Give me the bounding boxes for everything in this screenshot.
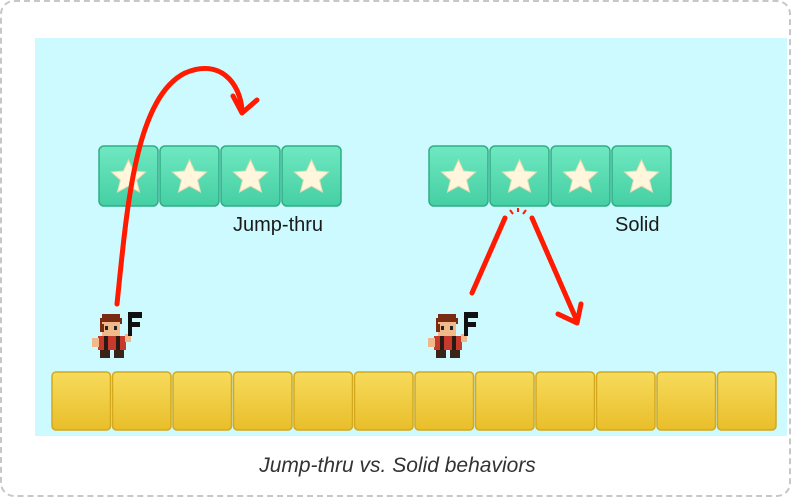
ground-block [293, 371, 354, 431]
game-scene: Jump-thru Solid [35, 38, 787, 436]
jump-thru-label: Jump-thru [233, 214, 324, 236]
ground-block [595, 371, 656, 431]
ground-block [51, 371, 112, 431]
ground-block [232, 371, 293, 431]
ground-block [111, 371, 172, 431]
impact-spark [522, 209, 527, 215]
ground-block [414, 371, 475, 431]
ground-block [535, 371, 596, 431]
player-sprite-icon [92, 312, 142, 358]
jump-arc-arrow [114, 66, 245, 307]
impact-spark [509, 209, 514, 215]
figure-frame: Jump-thru Solid Jump-thru vs. Solid beha… [0, 0, 791, 497]
solid-up-arrow [469, 215, 508, 296]
solid-label: Solid [615, 214, 660, 236]
arrow-icon [555, 301, 584, 326]
arrow-icon [230, 93, 260, 116]
player-sprite-icon [428, 312, 478, 358]
ground-block [353, 371, 414, 431]
ground-block [716, 371, 777, 431]
scene-svg [51, 66, 777, 431]
figure-caption: Jump-thru vs. Solid behaviors [259, 454, 536, 477]
ground-block [474, 371, 535, 431]
solid-down-arrow [529, 215, 580, 324]
ground-block [656, 371, 717, 431]
ground-block [172, 371, 233, 431]
